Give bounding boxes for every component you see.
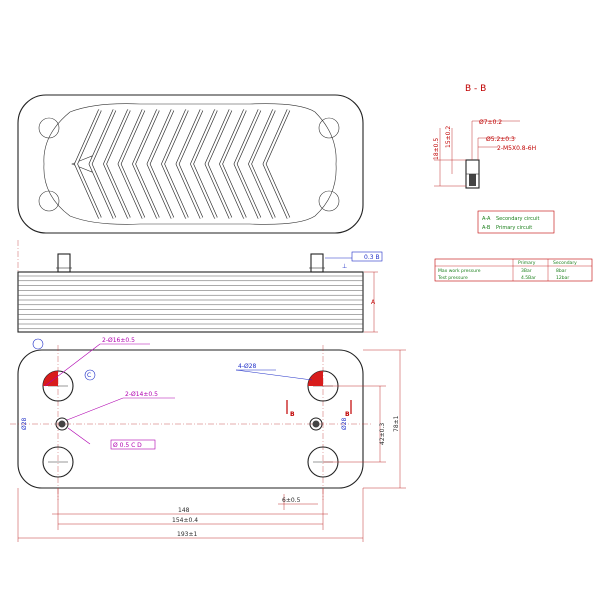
hole-note-1: 2-Ø16±0.5 xyxy=(102,337,135,344)
table-row1-primary: 4.5Bar xyxy=(521,275,536,281)
chevron-rib-inner xyxy=(263,109,290,219)
section-label-2: 2-M5X0.8-6H xyxy=(497,145,536,152)
chevron-rib-inner xyxy=(89,109,116,219)
section-mark-right: B xyxy=(345,411,350,418)
dim-78-label: 78±1 xyxy=(393,415,400,432)
chevron-rib-inner xyxy=(118,109,145,219)
position-tol-leader xyxy=(67,427,91,445)
front-view: 2-Ø16±0.5 2-Ø14±0.5 4-Ø28 Ø 0.5 C D B B … xyxy=(10,337,406,542)
section-label-3: 15±0.2 xyxy=(445,126,452,148)
chevron-rib-inner xyxy=(147,109,174,219)
chevron-rib-inner xyxy=(103,109,131,219)
top-port-bottom-left xyxy=(38,190,60,212)
legend-text-0: Secondary circuit xyxy=(496,216,539,222)
legend-text-1: Primary circuit xyxy=(496,225,532,231)
hole-note-3-leader xyxy=(235,369,313,381)
chevron-pattern xyxy=(74,109,291,219)
side-callout-box xyxy=(351,251,383,262)
legend: A-A Secondary circuit A-B Primary circui… xyxy=(477,210,555,234)
front-pin-right xyxy=(309,417,323,431)
position-tol-text: Ø 0.5 C D xyxy=(113,442,142,449)
hole-note-2: 2-Ø14±0.5 xyxy=(125,391,158,398)
section-label-1: Ø5.2±0.3 xyxy=(486,136,515,143)
top-view xyxy=(17,94,364,234)
table-header-primary: Primary xyxy=(518,260,536,266)
section-title: B - B xyxy=(465,84,486,94)
chevron-rib-inner xyxy=(219,109,247,219)
top-view-outline xyxy=(17,94,364,234)
top-view-gasket xyxy=(43,103,337,225)
datum-c-circle xyxy=(32,338,44,350)
table-row1-label: Test pressure xyxy=(437,275,468,281)
side-dim-a-label: A xyxy=(371,299,376,306)
side-callout-text: 0.3 B xyxy=(364,254,380,261)
section-mark-left: B xyxy=(290,411,295,418)
position-tol-box xyxy=(110,439,156,450)
chevron-rib-inner xyxy=(176,109,203,219)
section-label-0: Ø7±0.2 xyxy=(479,119,502,126)
hole-note-3: 4-Ø28 xyxy=(238,363,257,370)
chevron-rib-inner xyxy=(190,109,218,219)
table-row0-secondary: 8bar xyxy=(556,268,566,274)
table-row1-secondary: 12bar xyxy=(556,275,569,281)
dim-42-label: 42±0.3 xyxy=(379,423,386,445)
front-port-bottom-left xyxy=(42,446,74,478)
chevron-rib-inner xyxy=(74,109,102,219)
chevron-rib-inner xyxy=(248,109,276,219)
datum-d-circle xyxy=(84,369,96,381)
top-port-bottom-right xyxy=(318,190,340,212)
front-pin-left xyxy=(55,417,69,431)
chevron-rib-inner xyxy=(205,109,232,219)
front-pin-right-core xyxy=(312,420,320,428)
side-nipple-right xyxy=(310,253,324,273)
legend-code-1: A-B xyxy=(482,225,491,231)
dim-154-label: 154±0.4 xyxy=(172,517,198,524)
dim-193-label: 193±1 xyxy=(177,531,197,538)
table-row0-primary: 3Bar xyxy=(521,268,532,274)
ref-left-label: Ø28 xyxy=(21,417,28,430)
legend-code-0: A-A xyxy=(482,216,491,222)
chevron-rib xyxy=(74,109,102,219)
side-view-plates xyxy=(18,275,363,330)
pressure-table: Primary Secondary Max work pressure 3Bar… xyxy=(434,258,593,282)
section-view: B - B Ø7±0.2 Ø5.2±0.3 2-M5X0.8-6H 15±0.2… xyxy=(433,84,536,189)
chevron-rib-inner xyxy=(161,109,189,219)
front-view-outline xyxy=(17,349,364,489)
table-header-secondary: Secondary xyxy=(553,260,577,266)
section-insert xyxy=(469,174,476,186)
table-row0-label: Max work pressure xyxy=(438,268,481,274)
section-label-4: 18±0.5 xyxy=(433,138,440,160)
hole-note-2-leader xyxy=(66,397,124,421)
front-pin-left-core xyxy=(58,420,66,428)
side-view-outline xyxy=(17,271,364,333)
ref-right-label: Ø28 xyxy=(341,417,348,430)
side-datum-symbol: ⊥ xyxy=(342,263,347,270)
top-port-top-left xyxy=(38,117,60,139)
top-port-top-right xyxy=(318,117,340,139)
legend-box xyxy=(477,210,555,234)
table-border xyxy=(434,258,593,282)
dim-148-label: 148 xyxy=(178,507,190,514)
hole-note-1-leader xyxy=(44,343,101,387)
datum-d-label: C xyxy=(87,372,91,379)
chevron-rib-inner xyxy=(234,109,261,219)
port-top-left-fill xyxy=(43,371,58,386)
dim-6-label: 6±0.5 xyxy=(282,497,301,504)
chevron-rib-inner xyxy=(132,109,160,219)
side-nipple-left xyxy=(57,253,71,273)
port-top-right-fill xyxy=(308,371,323,386)
side-view: A 0.3 B ⊥ xyxy=(17,240,383,333)
